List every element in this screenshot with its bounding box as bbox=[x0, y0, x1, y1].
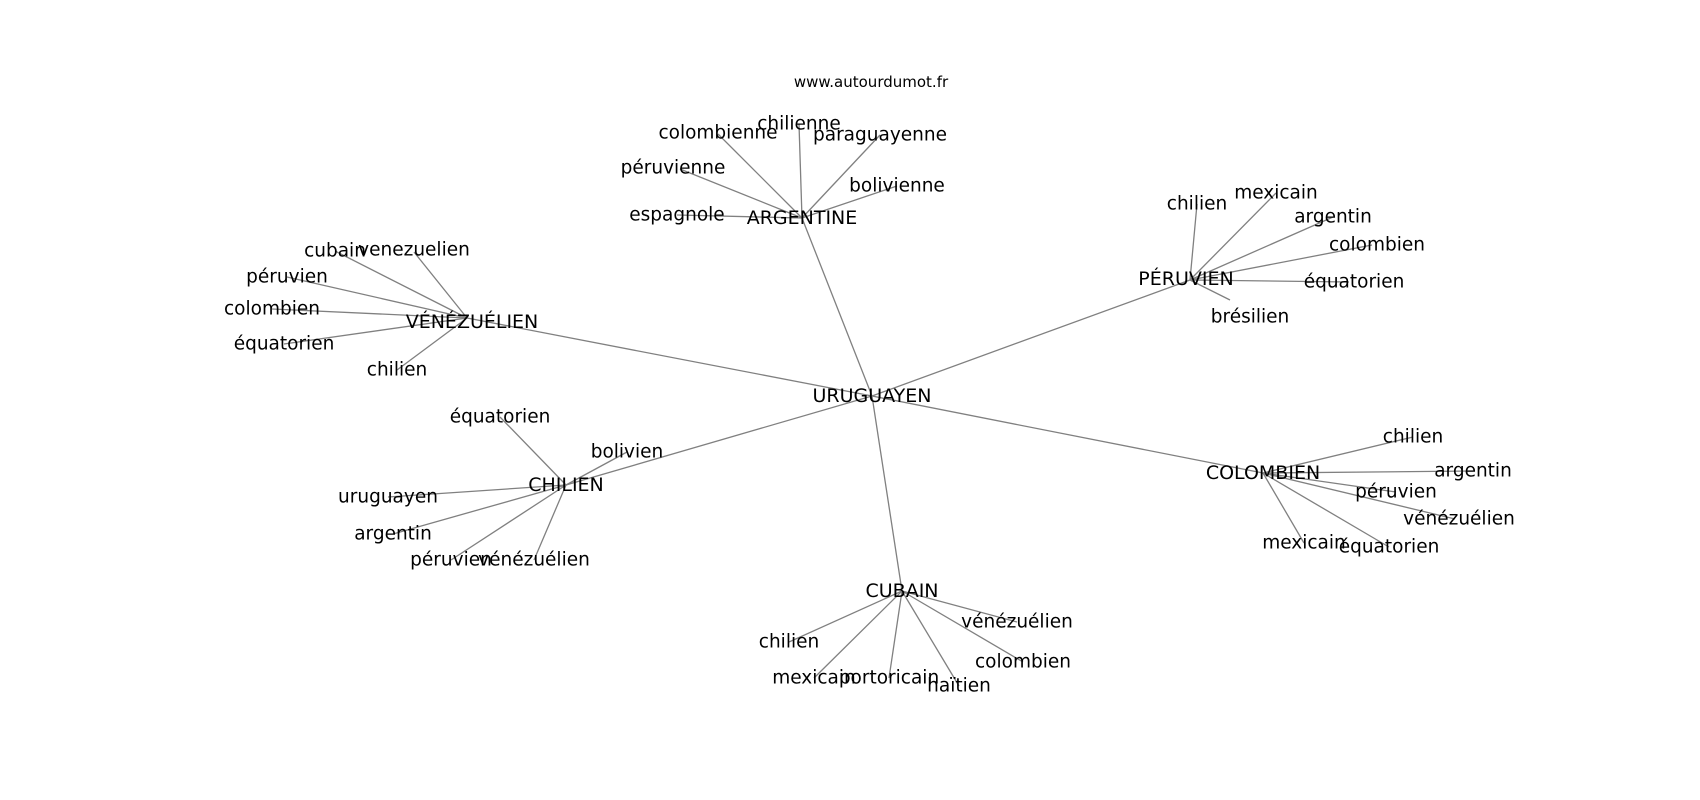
leaf-node-label: venezuelien bbox=[358, 240, 470, 261]
leaf-node-label: chilien bbox=[1383, 427, 1443, 448]
leaf-node-label: colombien bbox=[975, 652, 1071, 673]
edge-cubain-leaf bbox=[888, 590, 903, 679]
edge-root-chilien bbox=[565, 395, 873, 486]
edge-peruvien-leaf bbox=[1189, 192, 1277, 281]
edge-argentine-leaf bbox=[679, 168, 803, 219]
edge-venezuelien-leaf bbox=[286, 276, 468, 319]
hub-node-colombien: COLOMBIEN bbox=[1206, 462, 1320, 484]
leaf-node-label: colombienne bbox=[658, 123, 777, 144]
edge-root-venezuelien bbox=[466, 317, 873, 397]
edge-colombien-leaf bbox=[1262, 472, 1397, 493]
leaf-node-label: paraguayenne bbox=[813, 125, 947, 146]
edge-venezuelien-leaf bbox=[334, 250, 468, 319]
edge-root-argentine bbox=[801, 217, 873, 397]
leaf-node-label: cubain bbox=[304, 241, 366, 262]
leaf-node-label: bolivien bbox=[591, 442, 664, 463]
leaf-node-label: équatorien bbox=[1339, 537, 1440, 558]
edges-layer bbox=[271, 123, 1474, 687]
leaf-node-label: argentin bbox=[1434, 461, 1512, 482]
edge-argentine-leaf bbox=[676, 214, 803, 219]
edge-chilien-leaf bbox=[565, 451, 628, 486]
edge-argentine-leaf bbox=[717, 133, 803, 219]
edge-chilien-leaf bbox=[450, 484, 567, 561]
hub-node-venezuelien: VÉNÉZUÉLIEN bbox=[406, 310, 539, 333]
edge-cubain-leaf bbox=[901, 590, 1024, 663]
leaf-node-label: péruvien bbox=[1355, 482, 1437, 503]
edge-root-colombien bbox=[871, 395, 1264, 474]
edge-colombien-leaf bbox=[1262, 472, 1390, 548]
edge-peruvien-leaf bbox=[1189, 203, 1198, 281]
leaf-node-label: mexicain bbox=[1234, 183, 1318, 204]
edge-cubain-leaf bbox=[901, 590, 1018, 623]
hub-node-chilien: CHILIEN bbox=[528, 474, 604, 496]
leaf-node-label: équatorien bbox=[450, 407, 551, 428]
leaf-node-label: argentin bbox=[1294, 207, 1372, 228]
edge-chilien-leaf bbox=[387, 484, 567, 498]
leaf-node-label: mexicain bbox=[1262, 533, 1346, 554]
edge-colombien-leaf bbox=[1262, 472, 1305, 544]
hub-node-argentine: ARGENTINE bbox=[747, 207, 858, 229]
edge-venezuelien-leaf bbox=[413, 251, 468, 319]
edge-argentine-leaf bbox=[798, 123, 803, 219]
edge-colombien-leaf bbox=[1262, 470, 1474, 474]
edge-peruvien-leaf bbox=[1189, 279, 1350, 283]
leaf-node-label: uruguayen bbox=[338, 487, 438, 508]
edge-argentine-leaf bbox=[801, 185, 898, 219]
hub-node-peruvien: PÉRUVIEN bbox=[1138, 267, 1233, 290]
leaf-node-label: haïtien bbox=[927, 676, 991, 697]
leaf-node-label: vénézuélien bbox=[1403, 509, 1515, 530]
leaf-node-label: colombien bbox=[1329, 235, 1425, 256]
leaf-node-label: chilien bbox=[759, 632, 819, 653]
edge-chilien-leaf bbox=[392, 484, 567, 535]
edge-venezuelien-leaf bbox=[283, 317, 468, 345]
edge-chilien-leaf bbox=[499, 416, 567, 486]
edge-cubain-leaf bbox=[788, 590, 903, 643]
edge-peruvien-leaf bbox=[1189, 279, 1231, 301]
edge-cubain-leaf bbox=[813, 590, 903, 679]
leaf-node-label: mexicain bbox=[772, 668, 856, 689]
leaf-node-label: argentin bbox=[354, 524, 432, 545]
root-node-label: URUGUAYEN bbox=[813, 385, 932, 407]
edge-colombien-leaf bbox=[1262, 472, 1456, 520]
leaf-node-label: vénézuélien bbox=[478, 550, 590, 571]
leaf-node-label: chilien bbox=[367, 360, 427, 381]
edge-root-peruvien bbox=[871, 279, 1191, 397]
edge-cubain-leaf bbox=[901, 590, 960, 687]
leaf-node-label: chilien bbox=[1167, 194, 1227, 215]
leaf-node-label: péruvien bbox=[246, 267, 328, 288]
leaf-node-label: espagnole bbox=[629, 205, 724, 226]
leaf-node-label: bolivienne bbox=[849, 176, 945, 197]
source-watermark: www.autourdumot.fr bbox=[794, 73, 949, 91]
leaf-node-label: brésilien bbox=[1211, 307, 1290, 328]
leaf-node-label: équatorien bbox=[234, 334, 335, 355]
edge-peruvien-leaf bbox=[1189, 244, 1373, 281]
edge-root-cubain bbox=[871, 395, 903, 592]
edge-chilien-leaf bbox=[533, 484, 567, 561]
leaf-node-label: chilienne bbox=[757, 114, 841, 135]
edge-colombien-leaf bbox=[1262, 436, 1414, 474]
leaf-node-label: vénézuélien bbox=[961, 612, 1073, 633]
leaf-node-label: portoricain bbox=[839, 668, 939, 689]
edge-peruvien-leaf bbox=[1189, 216, 1334, 281]
labels-layer: www.autourdumot.fr URUGUAYEN ARGENTINE col… bbox=[224, 73, 1515, 697]
edge-venezuelien-leaf bbox=[396, 317, 468, 371]
edge-venezuelien-leaf bbox=[271, 308, 468, 319]
leaf-node-label: péruvien bbox=[410, 550, 492, 571]
leaf-node-label: péruvienne bbox=[621, 158, 726, 179]
edge-argentine-leaf bbox=[801, 134, 881, 219]
leaf-node-label: équatorien bbox=[1304, 272, 1405, 293]
leaf-node-label: colombien bbox=[224, 299, 320, 320]
hub-node-cubain: CUBAIN bbox=[865, 580, 938, 602]
